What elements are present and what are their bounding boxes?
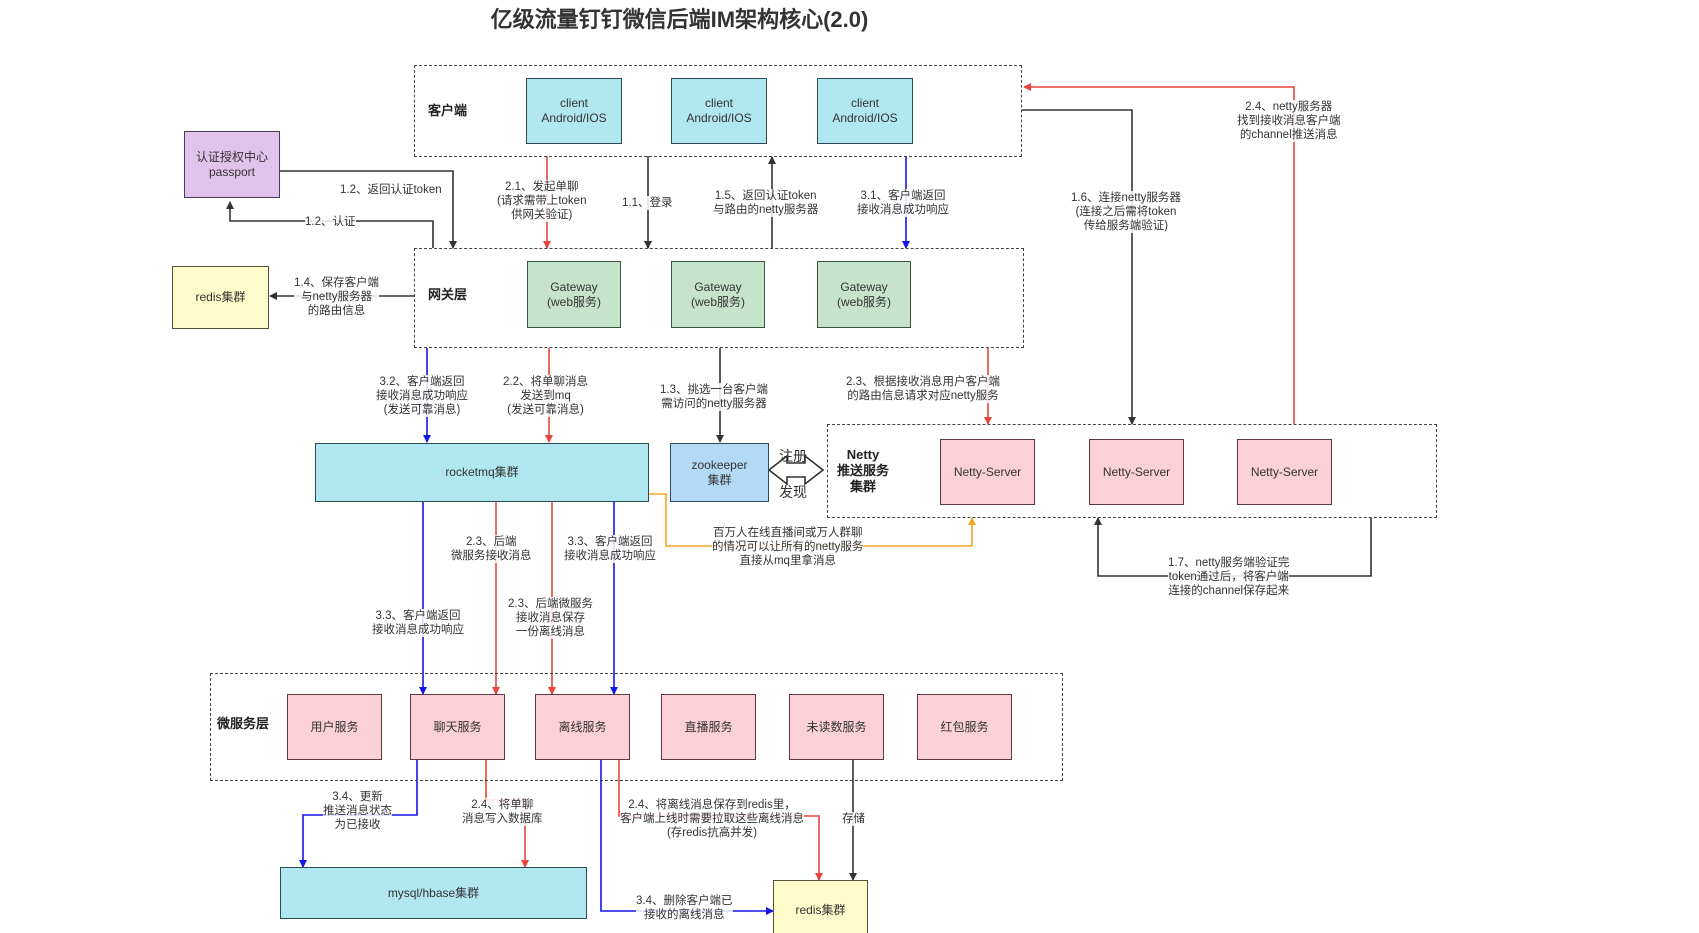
edge-1-6-connect-netty: [1022, 109, 1136, 425]
label-3-3-a: 3.3、客户端返回 接收消息成功响应: [372, 609, 464, 637]
label-mq-live: 百万人在线直播间或万人群聊 的情况可以让所有的netty服务 直接从mq里拿消息: [712, 526, 864, 568]
label-1-3: 1.3、挑选一台客户端 需访问的netty服务器: [660, 383, 768, 411]
redis-cluster-top[interactable]: redis集群: [172, 266, 269, 329]
label-2-1: 2.1、发起单聊 (请求需带上token 供网关验证): [497, 180, 587, 222]
mysql-hbase-cluster[interactable]: mysql/hbase集群: [280, 867, 587, 919]
label-3-4-update: 3.4、更新 推送消息状态 为已接收: [323, 790, 392, 832]
group-micro: [210, 673, 1063, 781]
gateway-node-3[interactable]: Gateway (web服务): [817, 261, 911, 328]
netty-server-1[interactable]: Netty-Server: [940, 439, 1035, 505]
gateway-node-1[interactable]: Gateway (web服务): [527, 261, 621, 328]
label-2-3-route: 2.3、根据接收消息用户客户端 的路由信息请求对应netty服务: [846, 375, 1000, 403]
label-store: 存储: [842, 812, 865, 826]
label-2-2: 2.2、将单聊消息 发送到mq (发送可靠消息): [503, 375, 588, 417]
label-1-2-auth: 1.2、认证: [305, 215, 356, 229]
label-1-2-return-token: 1.2、返回认证token: [340, 183, 442, 197]
client-node-2[interactable]: client Android/IOS: [671, 78, 767, 144]
label-1-5: 1.5、返回认证token 与路由的netty服务器: [713, 189, 819, 217]
label-1-4: 1.4、保存客户端 与netty服务器 的路由信息: [294, 276, 379, 318]
group-netty: [827, 424, 1437, 518]
group-gateway: [414, 248, 1024, 348]
passport-node[interactable]: 认证授权中心 passport: [184, 131, 280, 198]
client-node-3[interactable]: client Android/IOS: [817, 78, 913, 144]
rocketmq-cluster[interactable]: rocketmq集群: [315, 443, 649, 502]
diagram-title: 亿级流量钉钉微信后端IM架构核心(2.0): [490, 7, 869, 32]
label-3-1: 3.1、客户端返回 接收消息成功响应: [857, 189, 949, 217]
gateway-node-2[interactable]: Gateway (web服务): [671, 261, 765, 328]
label-3-2: 3.2、客户端返回 接收消息成功响应 (发送可靠消息): [376, 375, 468, 417]
edge-2-4-netty-push: [1023, 83, 1295, 424]
zookeeper-cluster[interactable]: zookeeper 集群: [670, 443, 769, 502]
netty-server-3[interactable]: Netty-Server: [1237, 439, 1332, 505]
offline-service[interactable]: 离线服务: [535, 694, 630, 760]
label-1-1: 1.1、登录: [622, 196, 673, 210]
label-3-3-b: 3.3、客户端返回 接收消息成功响应: [564, 535, 656, 563]
group-label-gateway: 网关层: [428, 287, 468, 302]
red-packet-service[interactable]: 红包服务: [917, 694, 1012, 760]
label-1-7: 1.7、netty服务端验证完 token通过后，将客户端 连接的channel…: [1168, 556, 1290, 598]
chat-service[interactable]: 聊天服务: [410, 694, 505, 760]
edge-mq-to-netty: [649, 493, 976, 547]
live-service[interactable]: 直播服务: [661, 694, 756, 760]
redis-cluster-bottom[interactable]: redis集群: [773, 880, 868, 933]
label-register: 注册: [779, 448, 807, 464]
client-node-1[interactable]: client Android/IOS: [526, 78, 622, 144]
unread-count-service[interactable]: 未读数服务: [789, 694, 884, 760]
label-2-4-netty-push: 2.4、netty服务器 找到接收消息客户端 的channel推送消息: [1237, 100, 1341, 142]
group-label-client: 客户端: [428, 103, 468, 118]
group-label-micro: 微服务层: [217, 716, 270, 731]
label-2-4-db: 2.4、将单聊 消息写入数据库: [462, 798, 543, 826]
label-2-4-redis: 2.4、将离线消息保存到redis里， 客户端上线时需要拉取这些离线消息 (存r…: [620, 798, 804, 840]
label-1-6: 1.6、连接netty服务器 (连接之后需将token 传给服务端验证): [1071, 191, 1181, 233]
netty-server-2[interactable]: Netty-Server: [1089, 439, 1184, 505]
label-2-3-backsvc: 2.3、后端微服务 接收消息保存 一份离线消息: [508, 597, 593, 639]
label-2-3-back: 2.3、后端 微服务接收消息: [451, 535, 532, 563]
group-client: [414, 65, 1022, 157]
group-label-netty: Netty 推送服务 集群: [836, 447, 889, 494]
label-3-4-delete: 3.4、删除客户端已 接收的离线消息: [636, 894, 733, 922]
edge-register-discover: [767, 454, 825, 486]
edge-1-2-return-token: [256, 170, 457, 249]
user-service[interactable]: 用户服务: [287, 694, 382, 760]
label-discover: 发现: [779, 484, 807, 500]
